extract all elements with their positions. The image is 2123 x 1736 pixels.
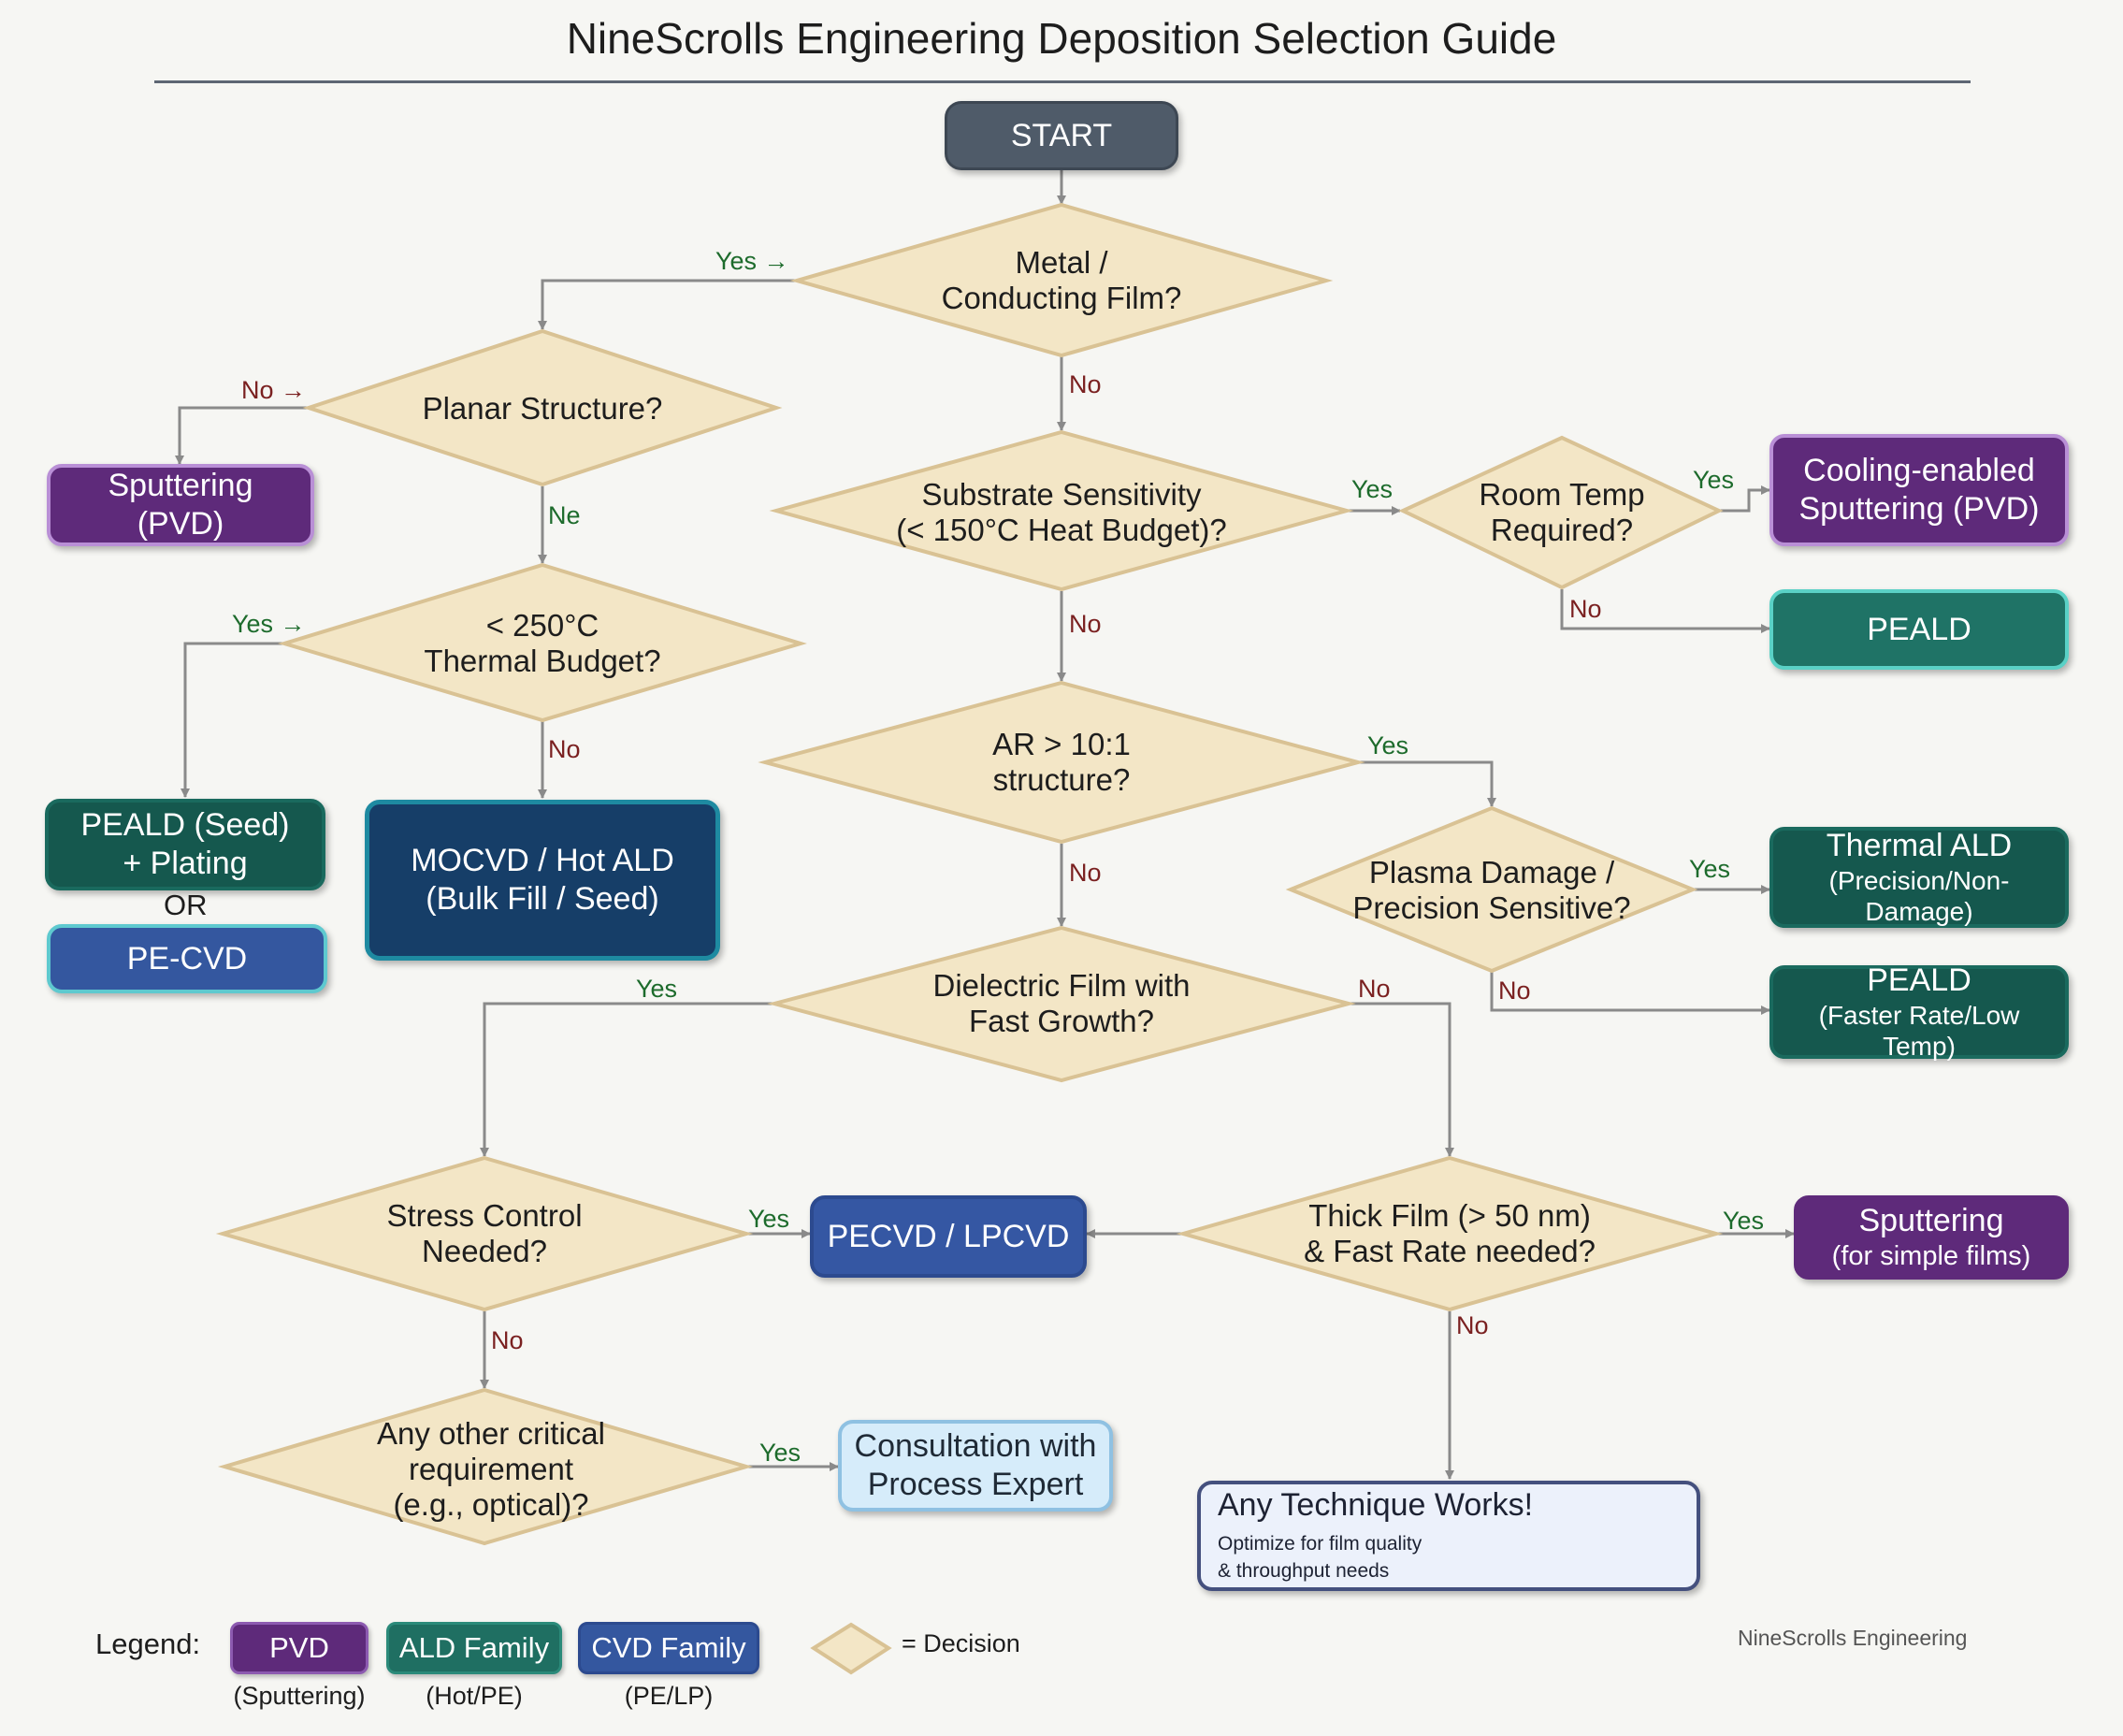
- edge-roomtemp-no-peald: [1560, 589, 1770, 633]
- decision-plasma-damage: [1285, 805, 1698, 974]
- decision-planar-structure: [302, 328, 783, 487]
- legend-decision-label: = Decision: [902, 1629, 1020, 1657]
- edge-label-other-yes: Yes: [759, 1439, 802, 1467]
- decision-metal-film: [789, 202, 1334, 358]
- result-peald-fast: PEALD(Faster Rate/Low Temp): [1769, 962, 2069, 1061]
- edge-label-thermal-no: No: [548, 735, 581, 763]
- legend-ald-sub: (Hot/PE): [426, 1682, 523, 1710]
- legend-decision-icon: [810, 1622, 892, 1675]
- result-sputtering-pvd: Sputtering(PVD): [47, 464, 314, 546]
- legend-cvd-sub: (PE/LP): [624, 1682, 714, 1710]
- decision-planar-text: Planar Structure?: [422, 391, 663, 427]
- edge-plasma-no-peald-fast: [1490, 971, 1770, 1015]
- legend-label: Legend:: [95, 1628, 201, 1660]
- start-node: START: [945, 101, 1178, 170]
- decision-dielectric-fast: [767, 925, 1356, 1083]
- decision-substrate-text: Substrate Sensitivity(< 150°C Heat Budge…: [896, 477, 1227, 547]
- or-label: OR: [164, 889, 208, 921]
- page-title: NineScrolls Engineering Deposition Selec…: [566, 14, 1557, 63]
- edge-label-metal-no: No: [1069, 370, 1102, 398]
- result-peald-room-temp: PEALD: [1769, 589, 2069, 670]
- edge-label-thick-no: No: [1456, 1311, 1489, 1339]
- credit-label: NineScrolls Engineering: [1738, 1626, 1968, 1650]
- decision-aspect-ratio: [758, 680, 1365, 845]
- legend-pvd-sub: (Sputtering): [233, 1682, 366, 1710]
- decision-substrate-sensitivity: [769, 429, 1354, 592]
- edge-label-planar-ne: Ne: [548, 501, 581, 529]
- edge-planar-no-sputtering: [175, 406, 313, 465]
- decision-plasma-text: Plasma Damage /Precision Sensitive?: [1352, 855, 1631, 925]
- decision-other-requirement: [217, 1387, 754, 1546]
- edge-label-stress-no: No: [491, 1326, 524, 1354]
- legend-pvd: PVD: [230, 1622, 368, 1674]
- edge-label-roomtemp-yes: Yes: [1693, 466, 1735, 494]
- edge-label-thick-yes: Yes: [1723, 1207, 1765, 1235]
- decision-thermal-budget: [278, 562, 807, 723]
- result-mocvd-hot-ald: MOCVD / Hot ALD(Bulk Fill / Seed): [365, 800, 720, 961]
- edge-roomtemp-yes-cooling: [1716, 485, 1770, 513]
- result-peald-seed-plating: PEALD (Seed)+ Plating: [45, 799, 325, 890]
- edge-label-substrate-no: No: [1069, 610, 1102, 638]
- legend-ald: ALD Family: [386, 1622, 562, 1674]
- edge-label-ar-yes: Yes: [1367, 731, 1409, 760]
- edge-label-dielectric-yes: Yes: [636, 975, 678, 1003]
- result-pecvd-lpcvd: PECVD / LPCVD: [810, 1195, 1087, 1278]
- edge-metal-yes-planar: [538, 279, 800, 330]
- edge-label-plasma-no: No: [1498, 976, 1531, 1005]
- edge-label-thermal-yes: Yes →: [232, 610, 306, 638]
- edge-label-planar-no: No →: [241, 376, 307, 404]
- result-pe-cvd: PE-CVD: [47, 924, 327, 993]
- edge-label-substrate-yes: Yes: [1351, 475, 1394, 503]
- result-thermal-ald: Thermal ALD(Precision/Non-Damage): [1769, 827, 2069, 928]
- edge-dielectric-yes-stress: [480, 1002, 774, 1157]
- edge-label-plasma-yes: Yes: [1689, 855, 1731, 883]
- decision-room-temp: [1398, 435, 1724, 590]
- edge-label-roomtemp-no: No: [1569, 595, 1602, 623]
- result-any-technique: Any Technique Works! Optimize for film q…: [1197, 1481, 1700, 1591]
- edge-ar-yes-plasma: [1356, 760, 1496, 807]
- edge-label-dielectric-no: No: [1358, 975, 1391, 1003]
- title-divider: [154, 80, 1971, 83]
- result-sputtering-simple: Sputtering(for simple films): [1794, 1195, 2069, 1280]
- edge-thermal-yes-peald-seed: [181, 642, 290, 798]
- edge-label-ar-no: No: [1069, 859, 1102, 887]
- decision-thick-text: Thick Film (> 50 nm)& Fast Rate needed?: [1304, 1198, 1596, 1268]
- edge-label-stress-yes: Yes: [748, 1205, 790, 1233]
- decision-thick-film: [1176, 1155, 1724, 1312]
- edge-dielectric-no-thick: [1349, 1002, 1454, 1157]
- edge-label-metal-yes: Yes →: [715, 247, 789, 275]
- legend-cvd: CVD Family: [578, 1622, 759, 1674]
- decision-stress-control: [215, 1155, 754, 1312]
- decision-metal-text: Metal /Conducting Film?: [941, 245, 1182, 315]
